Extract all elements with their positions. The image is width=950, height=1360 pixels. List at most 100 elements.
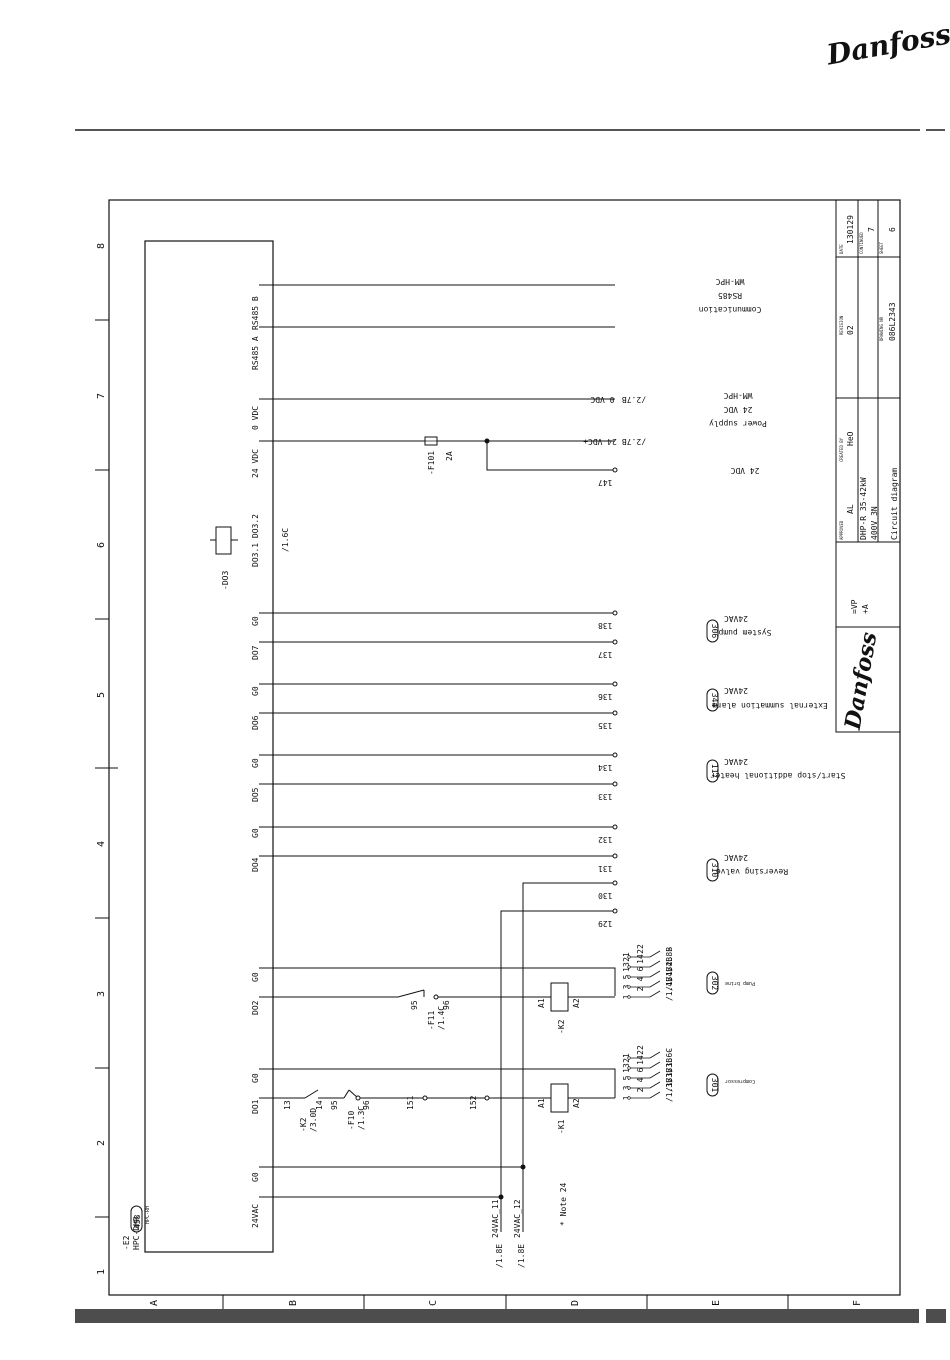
terminal-g0-3: G0	[251, 972, 260, 982]
relay-k2-ref: -K2	[557, 1019, 566, 1034]
wire-134: 134	[598, 763, 613, 772]
k2-contact-in-label: 13	[622, 962, 631, 972]
supply-xref-1: /1.8E	[495, 1244, 504, 1268]
k2-contact-out-label: 2	[636, 986, 645, 991]
k2c-pin-14: 14	[315, 1100, 324, 1110]
output-additional-heater: Start/stop additional heater	[710, 771, 845, 780]
supply-labels: 24VAC_11 24VAC_12 /1.8E /1.8E * Note 24	[491, 1182, 568, 1268]
junction-dots	[484, 438, 526, 1200]
k1-contact-3-4: 34/1.3B	[622, 1068, 674, 1092]
wire-133: 133	[598, 792, 613, 801]
supply-l11: 24VAC_11	[491, 1199, 500, 1238]
tb-continued: 7	[867, 227, 876, 232]
k2-contact-out-label: 14	[636, 954, 645, 964]
note-power-supply: Power supply	[709, 419, 767, 428]
grid-row-1: 1	[96, 1269, 107, 1275]
grid-row-2: 2	[96, 1140, 107, 1146]
note-24vdc: 24 VDC	[730, 466, 759, 475]
k1-contact-in-label: 13	[622, 1063, 631, 1073]
k1-contact-5-6: 56/1.3B	[622, 1058, 674, 1082]
tb-revision-label: REVISION	[839, 315, 844, 335]
tb-continued-label: CONTINUED	[859, 232, 864, 254]
terminal-do4: DO4	[251, 857, 260, 872]
grid-col-f: F	[852, 1300, 863, 1306]
relay-k2-coil	[550, 982, 569, 1012]
tb-date-label: DATE	[839, 244, 844, 254]
output-badge-344	[706, 688, 719, 712]
k2-contact-in-label: 21	[622, 952, 631, 962]
wire-131: 131	[598, 864, 613, 873]
terminal-do1: DO1	[251, 1099, 260, 1114]
output-badge-117	[706, 759, 719, 783]
k1-contact-xref: -	[665, 1048, 674, 1053]
k2-contact-xref: /1.4B	[665, 957, 674, 981]
vdc-signal-labels: 24 VDC+ 0 VDC- /2.7B /2.7B	[583, 395, 646, 446]
tb-location-2: +A	[861, 604, 870, 614]
relay-do3: -DO3 /1.6C	[210, 526, 290, 590]
terminal-g0-6: G0	[251, 686, 260, 696]
fuse-f101: -F101 2A	[424, 436, 454, 475]
note-comm-wm-hpc: WM-HPC	[715, 277, 744, 286]
k1-contact-in-label: 5	[622, 1075, 631, 1080]
relay-k1-a2: A2	[572, 1098, 581, 1108]
output-labels: 306 System pump 24VAC 344 External summa…	[706, 614, 845, 1097]
k1-contact-out-label: 22	[636, 1045, 645, 1055]
k1-contact-in-label: 1	[622, 1095, 631, 1100]
overload-f10: 95 96 -F10 /1.3C	[330, 1089, 371, 1130]
k2-contact-out-label: 6	[636, 966, 645, 971]
note-power-wm-hpc: WM-HPC	[723, 391, 752, 400]
f11-pin-95: 95	[410, 1000, 419, 1010]
terminal-g0-7: G0	[251, 616, 260, 626]
k2-contact-in-label: 3	[622, 984, 631, 989]
contact-k2-13-14: 13 14 -K2 /3.0D	[283, 1089, 324, 1132]
output-badge-306	[706, 619, 719, 643]
grid-col-c: C	[428, 1300, 439, 1306]
tb-sheet: 6	[888, 227, 897, 232]
note-power-24vdc: 24 VDC	[723, 405, 752, 414]
k2-contact-node	[627, 975, 631, 979]
output-badge-306-text: 306	[710, 624, 719, 639]
k1-contact-xref: /1.3B	[665, 1078, 674, 1102]
k1-contact-in-label: 21	[622, 1053, 631, 1063]
f10-xref: /1.3C	[357, 1106, 366, 1130]
tb-doc-type: Circuit diagram	[890, 468, 899, 540]
wire-130: 130	[598, 891, 613, 900]
f11-pin-96: 96	[442, 1000, 451, 1010]
tb-revision: 02	[846, 325, 855, 335]
controller-box	[144, 240, 274, 1253]
grid-row-6: 6	[96, 542, 107, 548]
k2-contact-in-label: 5	[622, 974, 631, 979]
grid-col-b: B	[288, 1300, 299, 1306]
tb-drawing-nr: 086L2343	[888, 302, 897, 341]
title-block-text: DATE 130129 CONTINUED 7 SHEET 6 REVISION…	[839, 215, 899, 732]
tb-created-by: HeO	[846, 431, 855, 446]
drawing-frame: 1 2 3 4 5 6 7 8 A B C D E F	[95, 199, 901, 1309]
supply-xref-2: /1.8E	[517, 1244, 526, 1268]
wire-132: 132	[598, 835, 613, 844]
k1-contact-out-label: 4	[636, 1077, 645, 1082]
k1-contact-blade	[649, 1091, 661, 1099]
k1-contact-node	[627, 1096, 631, 1100]
terminal-g0-4: G0	[251, 828, 260, 838]
relay-k2: A1 A2 -K2	[537, 982, 581, 1034]
relay-do3-coil	[215, 526, 232, 555]
wire-129: 129	[598, 919, 613, 928]
output-system-pump: System pump	[718, 628, 771, 637]
k2-contact-xref: /1.4B	[665, 967, 674, 991]
k2c-ref: -K2	[299, 1117, 308, 1132]
terminal-g0-5: G0	[251, 758, 260, 768]
k2-contact-node	[627, 985, 631, 989]
k2-contact-node	[627, 965, 631, 969]
controller-badge-text: 458	[133, 1214, 142, 1229]
k1-contact-blade	[649, 1061, 661, 1069]
tb-drawing-nr-label: DRAWING NR	[879, 316, 884, 341]
tb-sheet-label: SHEET	[879, 241, 884, 254]
output-badge-117-text: 117	[710, 764, 719, 779]
note-communication: Communication	[699, 305, 762, 314]
k2-contact-node	[627, 955, 631, 959]
fuse-f101-ref: -F101	[427, 451, 436, 475]
grid-row-8: 8	[96, 243, 107, 249]
grid-row-4: 4	[96, 841, 107, 847]
k1-contact-out-label: 6	[636, 1067, 645, 1072]
